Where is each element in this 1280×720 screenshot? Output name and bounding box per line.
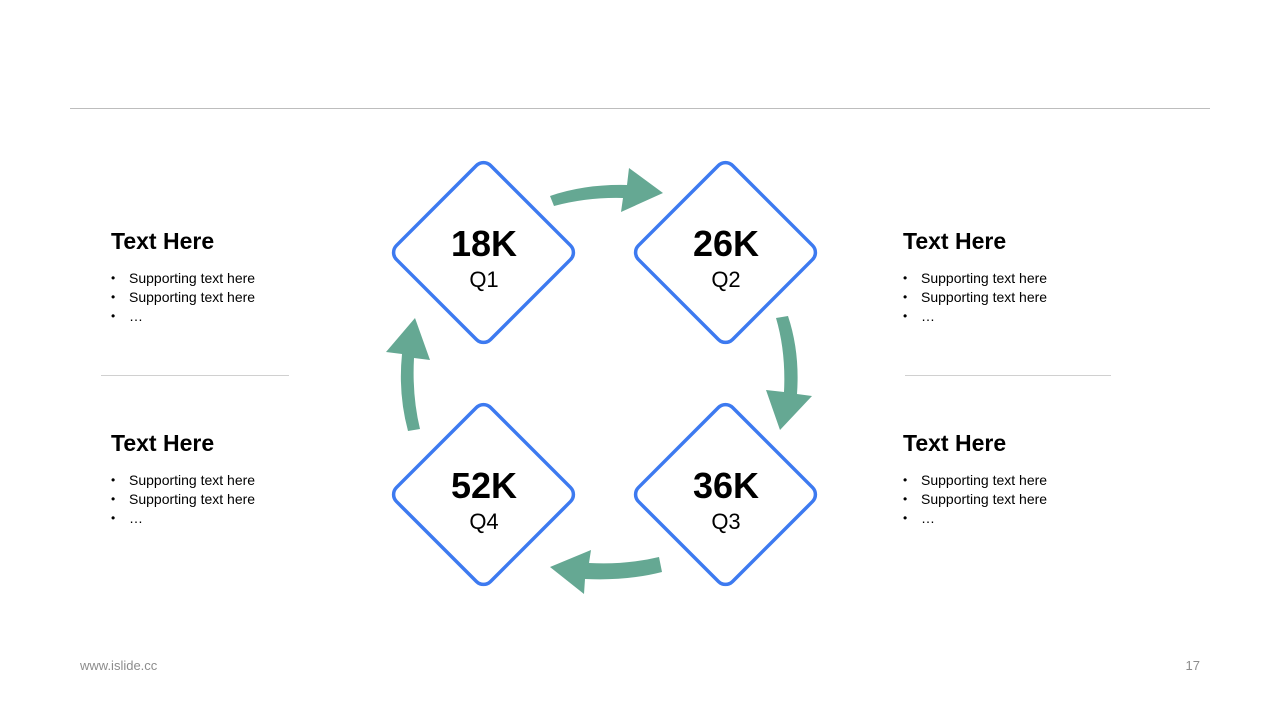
top-rule	[70, 108, 1210, 109]
diamond-q4: 52K Q4	[391, 402, 576, 587]
bullet-item: Supporting text here	[903, 269, 1143, 288]
block-title: Text Here	[111, 430, 215, 456]
bullet-item: …	[111, 509, 351, 528]
diamond-q2: 26K Q2	[633, 160, 818, 345]
block-title: Text Here	[903, 430, 1007, 456]
block-title: Text Here	[111, 228, 215, 254]
bullet-list: Supporting text here Supporting text her…	[111, 471, 351, 528]
bullet-item: Supporting text here	[111, 269, 351, 288]
page-number: 17	[1185, 658, 1200, 673]
bullet-item: Supporting text here	[903, 490, 1143, 509]
bullet-item: Supporting text here	[111, 471, 351, 490]
quarter-value: 36K	[693, 465, 759, 506]
bullet-item: Supporting text here	[111, 288, 351, 307]
quarter-value: 18K	[451, 223, 517, 264]
diamond-shape	[391, 402, 576, 587]
bullet-item: …	[903, 509, 1143, 528]
text-block-bottom-left: Text Here Supporting text here Supportin…	[111, 429, 351, 528]
arrow-q3-to-q4	[550, 550, 662, 594]
text-block-bottom-right: Text Here Supporting text here Supportin…	[903, 429, 1143, 528]
diamond-shape	[633, 160, 818, 345]
diamond-shape	[633, 402, 818, 587]
bullet-item: Supporting text here	[111, 490, 351, 509]
cycle-arrows	[386, 168, 812, 594]
bullet-item: …	[111, 307, 351, 326]
diamond-q3: 36K Q3	[633, 402, 818, 587]
bullet-item: …	[903, 307, 1143, 326]
footer-website: www.islide.cc	[80, 658, 158, 673]
arrow-q2-to-q3	[766, 316, 812, 430]
divider-right	[905, 375, 1111, 376]
quarter-label: Q4	[469, 509, 498, 534]
text-block-top-left: Text Here Supporting text here Supportin…	[111, 227, 351, 326]
bullet-list: Supporting text here Supporting text her…	[111, 269, 351, 326]
text-block-top-right: Text Here Supporting text here Supportin…	[903, 227, 1143, 326]
quarter-label: Q1	[469, 267, 498, 292]
quarter-label: Q2	[711, 267, 740, 292]
bullet-list: Supporting text here Supporting text her…	[903, 471, 1143, 528]
bullet-list: Supporting text here Supporting text her…	[903, 269, 1143, 326]
arrow-q1-to-q2	[550, 168, 663, 212]
quarter-value: 26K	[693, 223, 759, 264]
diamond-shape	[391, 160, 576, 345]
bullet-item: Supporting text here	[903, 471, 1143, 490]
diamond-q1: 18K Q1	[391, 160, 576, 345]
bullet-item: Supporting text here	[903, 288, 1143, 307]
block-title: Text Here	[903, 228, 1007, 254]
quarter-label: Q3	[711, 509, 740, 534]
quarter-value: 52K	[451, 465, 517, 506]
divider-left	[101, 375, 289, 376]
arrow-q4-to-q1	[386, 318, 430, 431]
